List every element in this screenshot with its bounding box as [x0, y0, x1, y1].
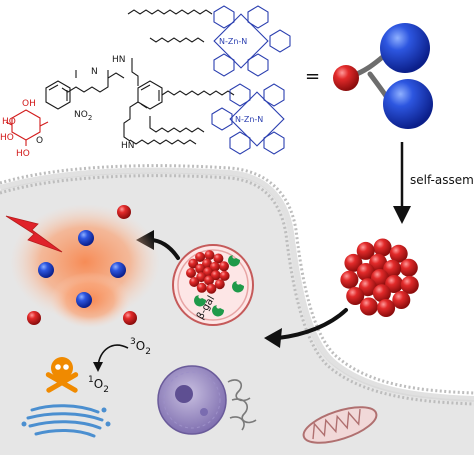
lysosome-aggregate-sphere: [219, 270, 230, 281]
golgi-apparatus: [26, 404, 104, 438]
blue-sphere-bottom: [383, 79, 433, 129]
lysosome-aggregate-sphere: [206, 283, 217, 294]
lysosome-aggregate-sphere: [189, 277, 200, 287]
skull-crossbones-icon: [45, 357, 79, 393]
lysosome-aggregate-sphere: [204, 250, 215, 261]
enzyme-3: [194, 295, 207, 307]
lysosome-aggregate-sphere: [196, 272, 207, 283]
aggregate-sphere: [383, 259, 402, 278]
label-oh: OH: [22, 99, 36, 109]
released-red-spheres: [27, 205, 137, 325]
lysosome-aggregate: [186, 250, 230, 294]
aggregate-sphere: [344, 253, 363, 272]
red-sphere-released-1: [117, 205, 131, 219]
mitochondrion: [302, 406, 378, 444]
lysosome-aggregate-sphere: [219, 261, 229, 272]
aggregate-sphere: [399, 258, 418, 277]
cell-membrane-outer: [0, 164, 474, 395]
light-bolt-icon: [5, 215, 63, 253]
blue-sphere-released-3: [110, 262, 126, 278]
label-ho-2: HO: [0, 133, 14, 143]
lysosome-aggregate-sphere: [203, 267, 213, 277]
red-sphere-released-3: [123, 311, 137, 325]
lysosome-aggregate-sphere: [186, 268, 196, 278]
blue-sphere-released-2: [38, 262, 54, 278]
label-singlet-oxygen: 1O2: [88, 375, 109, 395]
uptake-arrow: [276, 308, 348, 340]
blue-sphere-released-1: [78, 230, 94, 246]
lysosome-aggregate-sphere: [195, 252, 206, 262]
endoplasmic-reticulum: [227, 379, 257, 431]
aggregate-sphere: [400, 275, 419, 294]
label-hn-top: HN: [112, 55, 126, 65]
aggregate-sphere: [346, 287, 365, 305]
label-self-assembly: self-assembly: [410, 173, 474, 187]
aggregate-sphere: [340, 270, 359, 289]
lysosome-aggregate-sphere: [188, 258, 199, 269]
aggregate-sphere: [369, 253, 388, 272]
molecule-cartoon: [333, 23, 433, 129]
label-zn-top: N-Zn-N: [219, 37, 247, 46]
phthalocyanine-upper: [213, 5, 291, 77]
aggregate-sphere: [356, 241, 375, 260]
chemical-structure: [45, 9, 235, 145]
chemical-structure-red: [5, 109, 49, 146]
red-sphere: [333, 65, 359, 91]
enzyme-2: [232, 281, 245, 293]
label-n: N: [91, 67, 98, 77]
equals-sign: =: [305, 66, 320, 87]
lysosome-aggregate-sphere: [213, 253, 224, 264]
red-sphere-released-2: [27, 311, 41, 325]
lysosome-aggregate-sphere: [202, 258, 212, 269]
released-blue-spheres: [38, 230, 126, 308]
aggregate-sphere: [392, 291, 411, 309]
aggregate-sphere: [372, 284, 391, 303]
lysosome-aggregate-sphere: [209, 261, 220, 272]
lysosome-aggregate-sphere: [210, 270, 221, 281]
beta-gal-enzymes: [194, 255, 245, 317]
lysosome-aggregate-sphere: [196, 282, 207, 293]
nanoparticle-aggregate: [340, 238, 419, 317]
aggregate-sphere: [358, 278, 377, 297]
uptake-arrow-head: [264, 328, 282, 348]
enzyme-4: [212, 305, 225, 317]
label-triplet-oxygen: 3O2: [130, 337, 151, 357]
blue-sphere-top: [380, 23, 430, 73]
lysosome-aggregate-sphere: [204, 275, 214, 286]
label-hn-bottom: HN: [121, 141, 135, 151]
aggregate-sphere: [356, 263, 375, 281]
phthalocyanine-lower: [211, 83, 285, 155]
aggregate-sphere: [359, 297, 378, 316]
aggregate-sphere: [389, 244, 408, 263]
blue-sphere-released-4: [76, 292, 92, 308]
aggregate-sphere: [373, 238, 392, 257]
aggregate-sphere: [371, 269, 389, 287]
nucleus: [157, 365, 227, 435]
aggregate-sphere: [377, 299, 396, 317]
label-ho-3: HO: [16, 149, 30, 159]
label-no2: NO2: [74, 110, 92, 122]
label-o: O: [36, 136, 43, 146]
golgi-vesicles: [21, 407, 111, 427]
enzyme-1: [228, 255, 241, 267]
aggregate-sphere: [385, 275, 404, 293]
label-zn-bottom: N-Zn-N: [235, 115, 263, 124]
lysosome-aggregate-sphere: [214, 279, 225, 290]
self-assembly-arrow: [393, 142, 411, 224]
label-ho-1: HO: [2, 117, 16, 127]
lysosome-aggregate-sphere: [195, 263, 206, 274]
